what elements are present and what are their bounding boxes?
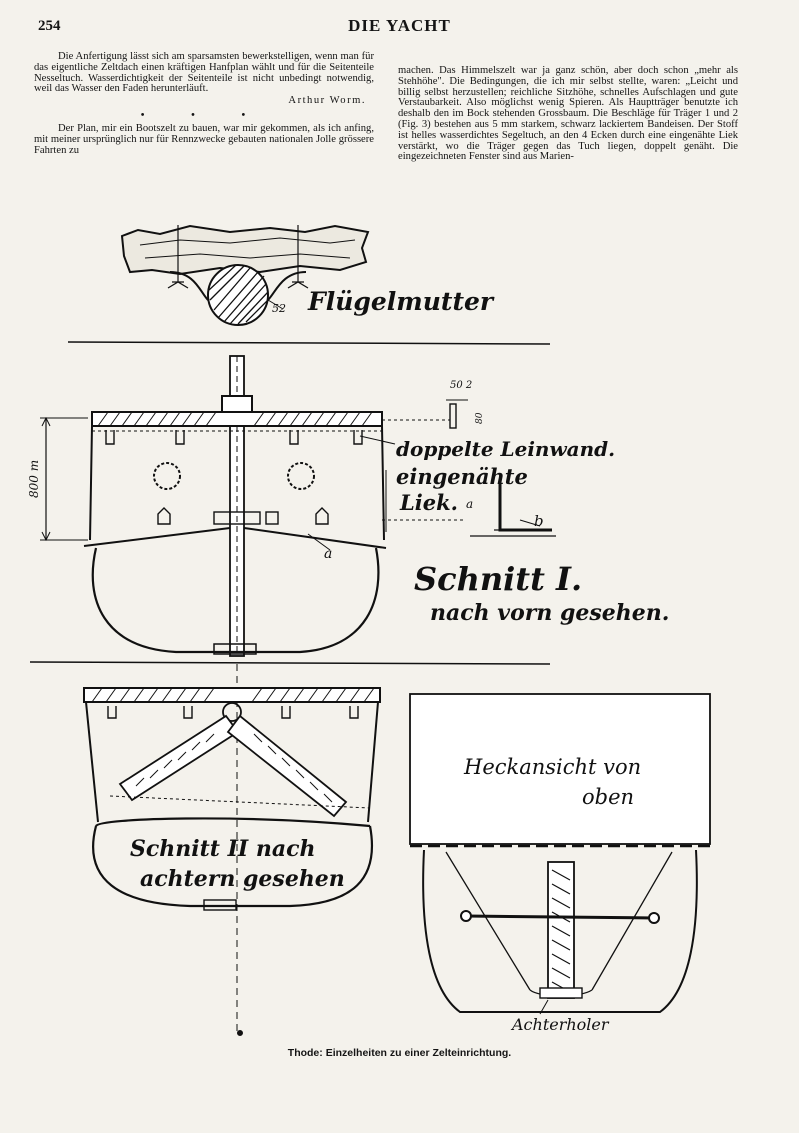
label-52-top: 52 <box>272 302 286 315</box>
label-a: a <box>324 546 332 562</box>
label-b: b <box>534 512 544 530</box>
label-800: 800 m <box>27 460 41 498</box>
right-paragraph-1: machen. Das Himmelszelt war ja ganz schö… <box>398 65 738 163</box>
label-section-two: Schnitt II nach <box>130 836 316 862</box>
wing-nut-detail <box>120 224 370 326</box>
separator-line-1 <box>67 341 551 345</box>
label-sewn-in: eingenähte <box>396 464 528 489</box>
section-separator: • • • <box>140 109 268 121</box>
label-a-small: a <box>466 497 473 511</box>
page-number: 254 <box>38 18 61 34</box>
label-double-canvas: doppelte Leinwand. <box>396 437 615 461</box>
label-502: 50 2 <box>450 380 472 391</box>
section-two-drawing <box>83 687 381 911</box>
separator-line-2 <box>29 661 551 665</box>
label-wing-nut: Flügelmutter <box>307 287 495 316</box>
section-one-drawing <box>40 355 556 657</box>
label-80: 80 <box>475 412 485 424</box>
right-column: machen. Das Himmelszelt war ja ganz schö… <box>398 65 738 163</box>
label-liek: Liek. <box>399 490 458 515</box>
bottom-dot <box>237 1030 243 1036</box>
figure-caption: Thode: Einzelheiten zu einer Zelteinrich… <box>287 1047 512 1059</box>
stern-view-drawing <box>409 693 711 1015</box>
label-stern-view: Heckansicht von <box>463 755 641 779</box>
left-paragraph-2: Der Plan, mir ein Bootszelt zu bauen, wa… <box>34 122 374 156</box>
label-halyard: Achterholer <box>510 1015 610 1034</box>
left-column: Die Anfertigung lässt sich am sparsamste… <box>34 51 374 156</box>
left-paragraph-1: Die Anfertigung lässt sich am sparsamste… <box>34 51 374 95</box>
running-title: DIE YACHT <box>348 16 451 35</box>
label-stern-view-sub: oben <box>582 785 634 809</box>
label-section-one: Schnitt I. <box>414 560 582 598</box>
label-section-one-sub: nach vorn gesehen. <box>430 600 669 626</box>
author-signature: Arthur Worm. <box>288 95 366 107</box>
label-section-two-sub: achtern gesehen <box>140 866 345 892</box>
